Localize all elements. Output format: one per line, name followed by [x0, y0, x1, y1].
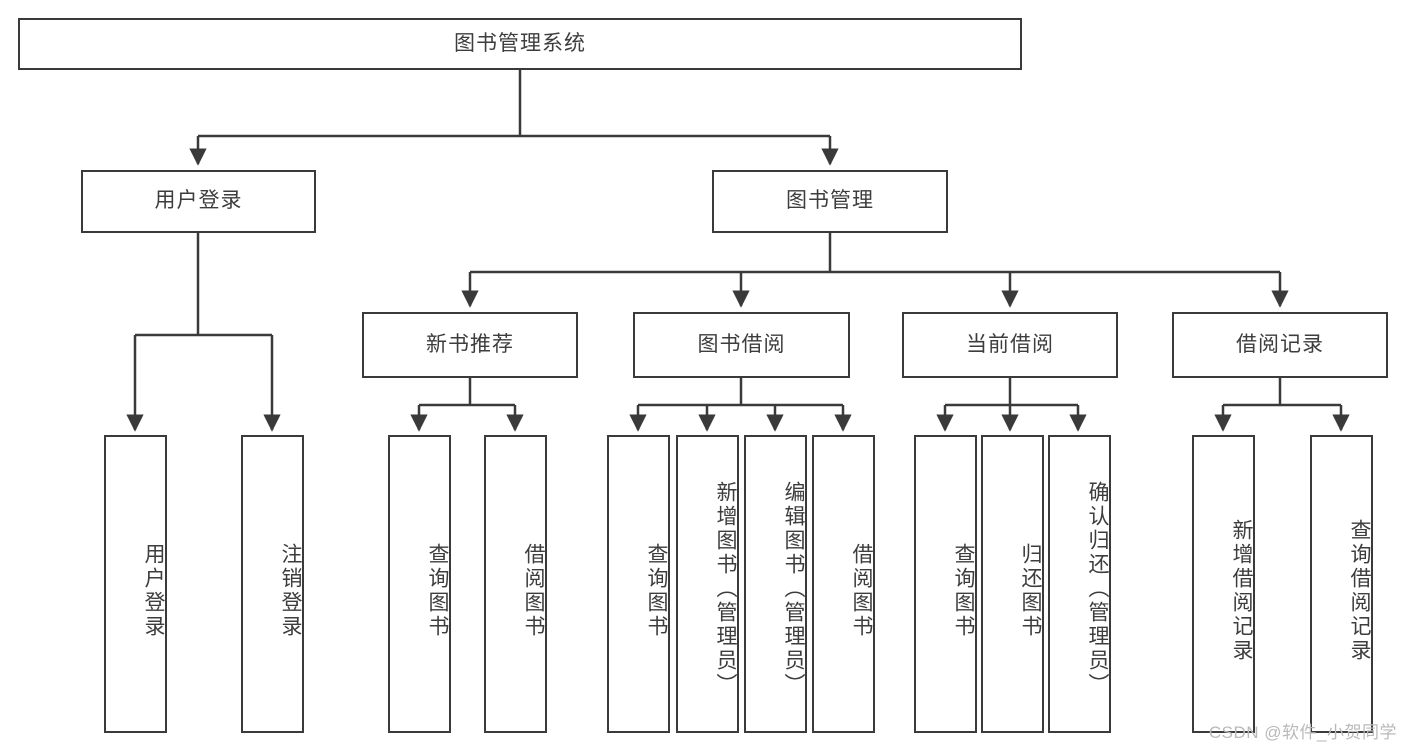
node-leaf-query-book-3[interactable]: 查询图书	[914, 435, 977, 733]
node-leaf-borrow-book-1-label: 借阅图书	[522, 543, 545, 639]
node-borrow-record-label: 借阅记录	[1236, 332, 1324, 356]
node-leaf-borrow-book-2[interactable]: 借阅图书	[812, 435, 875, 733]
node-leaf-query-record-label: 查询借阅记录	[1348, 519, 1371, 663]
node-leaf-add-book[interactable]: 新增图书（管理员）	[676, 435, 739, 733]
node-leaf-return-book[interactable]: 归还图书	[981, 435, 1044, 733]
node-leaf-add-record-label: 新增借阅记录	[1230, 519, 1253, 663]
node-leaf-edit-book-label: 编辑图书（管理员）	[782, 481, 805, 697]
node-leaf-query-book-1[interactable]: 查询图书	[388, 435, 451, 733]
node-leaf-confirm-return-label: 确认归还（管理员）	[1086, 481, 1109, 697]
node-leaf-query-book-1-label: 查询图书	[426, 543, 449, 639]
node-new-book-recommend-label: 新书推荐	[426, 332, 514, 356]
node-leaf-add-book-label: 新增图书（管理员）	[714, 481, 737, 697]
node-user-login[interactable]: 用户登录	[81, 170, 316, 233]
node-leaf-user-login-label: 用户登录	[142, 543, 165, 639]
node-user-login-label: 用户登录	[154, 189, 243, 213]
watermark-text: CSDN @软件_小贺同学	[1208, 723, 1397, 742]
node-leaf-return-book-label: 归还图书	[1019, 543, 1042, 639]
node-current-borrow[interactable]: 当前借阅	[902, 312, 1118, 378]
node-book-borrow-label: 图书借阅	[697, 332, 786, 356]
node-leaf-borrow-book-1[interactable]: 借阅图书	[484, 435, 547, 733]
node-new-book-recommend[interactable]: 新书推荐	[362, 312, 578, 378]
node-book-management-label: 图书管理	[786, 189, 874, 213]
node-leaf-edit-book[interactable]: 编辑图书（管理员）	[744, 435, 807, 733]
node-leaf-user-logout[interactable]: 注销登录	[241, 435, 304, 733]
node-leaf-query-book-3-label: 查询图书	[952, 543, 975, 639]
node-root[interactable]: 图书管理系统	[18, 18, 1022, 70]
node-book-borrow[interactable]: 图书借阅	[633, 312, 850, 378]
node-borrow-record[interactable]: 借阅记录	[1172, 312, 1388, 378]
node-current-borrow-label: 当前借阅	[966, 332, 1054, 356]
node-root-label: 图书管理系统	[454, 31, 586, 55]
node-leaf-query-book-2-label: 查询图书	[645, 543, 668, 639]
node-leaf-borrow-book-2-label: 借阅图书	[850, 543, 873, 639]
node-leaf-query-book-2[interactable]: 查询图书	[607, 435, 670, 733]
node-leaf-add-record[interactable]: 新增借阅记录	[1192, 435, 1255, 733]
node-leaf-confirm-return[interactable]: 确认归还（管理员）	[1048, 435, 1111, 733]
node-leaf-user-login[interactable]: 用户登录	[104, 435, 167, 733]
node-leaf-query-record[interactable]: 查询借阅记录	[1310, 435, 1373, 733]
node-leaf-user-logout-label: 注销登录	[279, 543, 302, 639]
node-book-management[interactable]: 图书管理	[712, 170, 948, 233]
